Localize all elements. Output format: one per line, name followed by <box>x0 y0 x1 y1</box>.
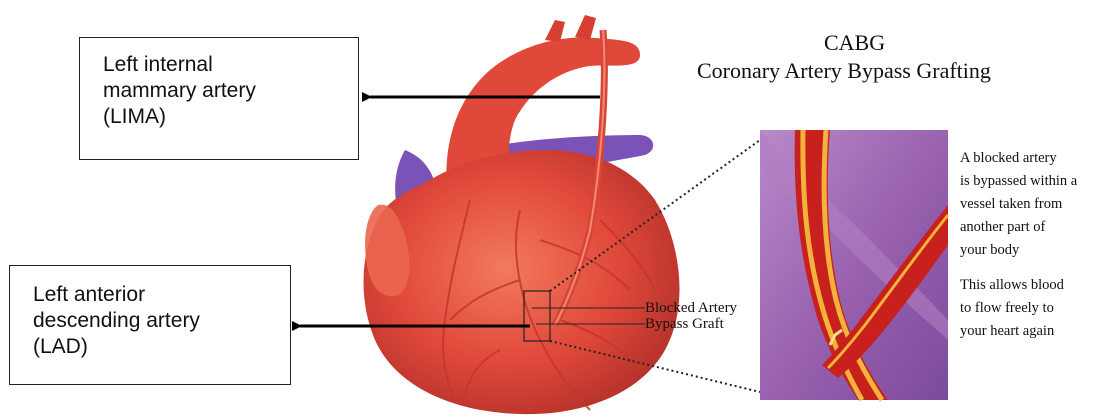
description-line: This allows blood <box>960 274 1064 297</box>
inset-panel <box>760 130 948 400</box>
lima-callout-box: Left internal mammary artery (LIMA) <box>79 37 359 160</box>
lad-callout-box: Left anterior descending artery (LAD) <box>9 265 291 385</box>
lima-callout-line: (LIMA) <box>103 104 358 130</box>
lima-callout-line: mammary artery <box>103 78 358 104</box>
blocked-artery-label: Blocked Artery <box>645 300 737 317</box>
description-line: your heart again <box>960 320 1064 343</box>
lad-callout-line: (LAD) <box>33 334 290 360</box>
diagram-subtitle: Coronary Artery Bypass Grafting <box>697 58 991 84</box>
description-line: another part of <box>960 216 1077 239</box>
description-line: your body <box>960 239 1077 262</box>
heart <box>364 150 680 414</box>
description-line: A blocked artery <box>960 147 1077 170</box>
lad-callout-line: descending artery <box>33 308 290 334</box>
lad-callout-line: Left anterior <box>33 282 290 308</box>
diagram-title: CABG <box>824 30 885 56</box>
description-line: to flow freely to <box>960 297 1064 320</box>
description-line: vessel taken from <box>960 193 1077 216</box>
description-paragraph-1: A blocked artery is bypassed within a ve… <box>960 147 1077 262</box>
description-line: is bypassed within a <box>960 170 1077 193</box>
bypass-graft-label: Bypass Graft <box>645 316 724 333</box>
description-paragraph-2: This allows blood to flow freely to your… <box>960 274 1064 343</box>
lima-callout-line: Left internal <box>103 52 358 78</box>
